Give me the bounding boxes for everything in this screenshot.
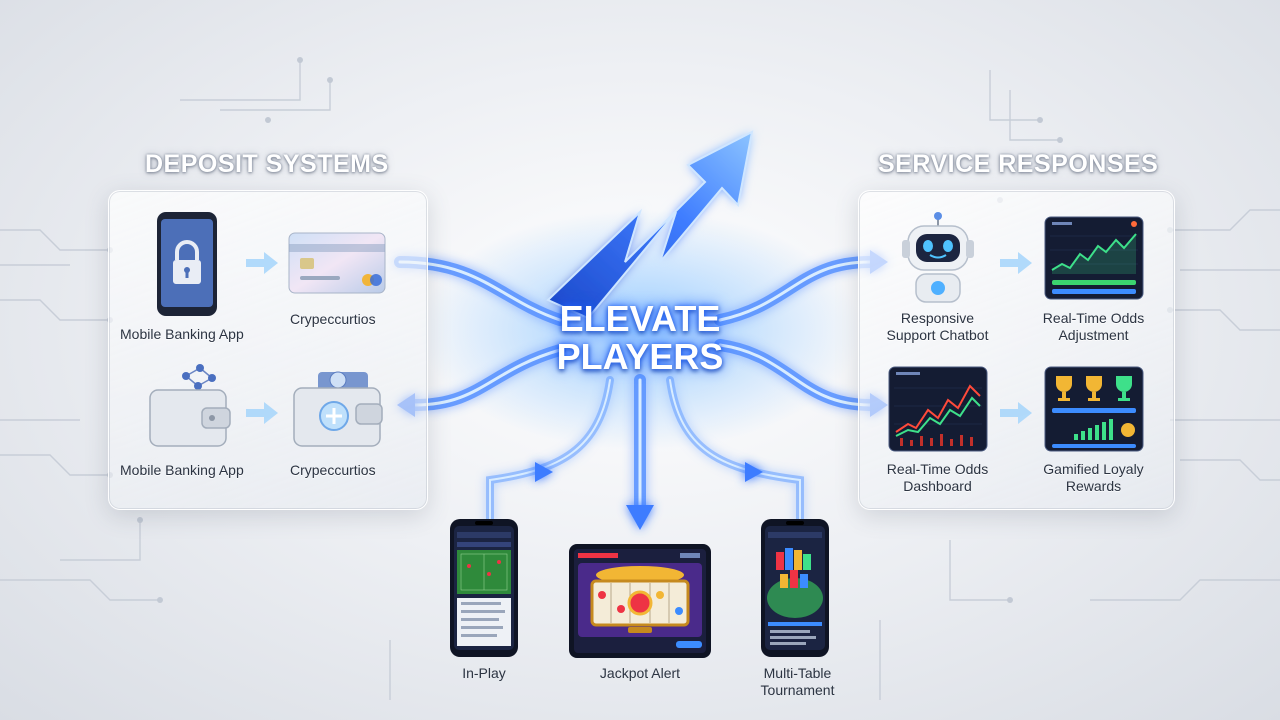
service-item-label-2: Real-Time Odds Adjustment bbox=[1036, 310, 1151, 344]
deposit-item-label-2: Crypeccurtios bbox=[290, 311, 376, 327]
center-title: ELEVATE PLAYERS bbox=[520, 300, 760, 376]
robot-icon[interactable] bbox=[898, 210, 978, 311]
arrow-right-icon bbox=[246, 252, 278, 274]
service-item-label-3: Real-Time Odds Dashboard bbox=[880, 461, 995, 495]
phone-sports-icon[interactable] bbox=[449, 518, 519, 663]
service-item-3-line1: Real-Time Odds bbox=[886, 461, 989, 477]
center-title-line1: ELEVATE bbox=[559, 298, 721, 339]
trophy-rewards-icon[interactable] bbox=[1044, 366, 1144, 457]
phone-lock-icon[interactable] bbox=[155, 210, 219, 323]
wallet-plus-icon[interactable] bbox=[292, 368, 384, 453]
service-responses-title: SERVICE RESPONSES bbox=[878, 150, 1159, 178]
service-item-3-line2: Dashboard bbox=[903, 478, 972, 494]
arrow-right-icon bbox=[1000, 252, 1032, 274]
device-label-multi-table-tournament: Multi-Table Tournament bbox=[745, 665, 850, 699]
service-item-1-line1: Responsive bbox=[900, 310, 975, 326]
service-item-2-line1: Real-Time Odds bbox=[1042, 310, 1145, 326]
deposit-systems-title: DEPOSIT SYSTEMS bbox=[145, 150, 389, 178]
device-3-line2: Tournament bbox=[760, 682, 835, 698]
service-item-label-1: Responsive Support Chatbot bbox=[880, 310, 995, 344]
phone-poker-icon[interactable] bbox=[760, 518, 830, 663]
service-item-4-line1: Gamified Loyaly bbox=[1043, 461, 1144, 477]
center-title-line2: PLAYERS bbox=[556, 336, 724, 377]
device-3-line1: Multi-Table bbox=[763, 665, 832, 681]
arrow-right-icon bbox=[246, 402, 278, 424]
service-item-1-line2: Support Chatbot bbox=[886, 327, 989, 343]
deposit-item-label-3: Mobile Banking App bbox=[120, 462, 244, 478]
deposit-item-label-4: Crypeccurtios bbox=[290, 462, 376, 478]
tablet-slots-icon[interactable] bbox=[568, 543, 712, 664]
line-chart-icon[interactable] bbox=[1044, 216, 1144, 305]
service-item-label-4: Gamified Loyaly Rewards bbox=[1036, 461, 1151, 495]
device-label-jackpot-alert: Jackpot Alert bbox=[599, 665, 681, 681]
dashboard-chart-icon[interactable] bbox=[888, 366, 988, 457]
credit-card-icon[interactable] bbox=[288, 232, 386, 299]
service-item-2-line2: Adjustment bbox=[1058, 327, 1129, 343]
arrow-right-icon bbox=[1000, 402, 1032, 424]
wallet-icon[interactable] bbox=[148, 362, 232, 453]
deposit-item-label-1: Mobile Banking App bbox=[120, 326, 244, 342]
device-label-in-play: In-Play bbox=[462, 665, 506, 681]
service-item-4-line2: Rewards bbox=[1065, 478, 1122, 494]
